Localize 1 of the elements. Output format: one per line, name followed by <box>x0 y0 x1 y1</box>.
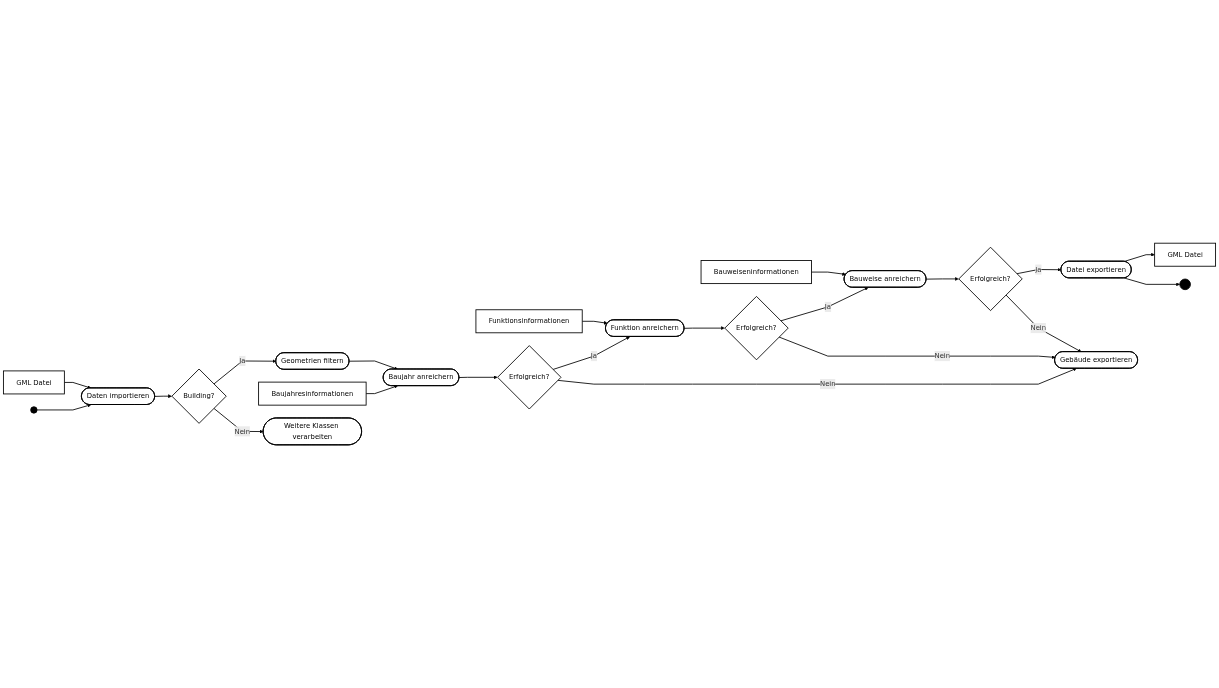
node-circle <box>30 406 38 414</box>
